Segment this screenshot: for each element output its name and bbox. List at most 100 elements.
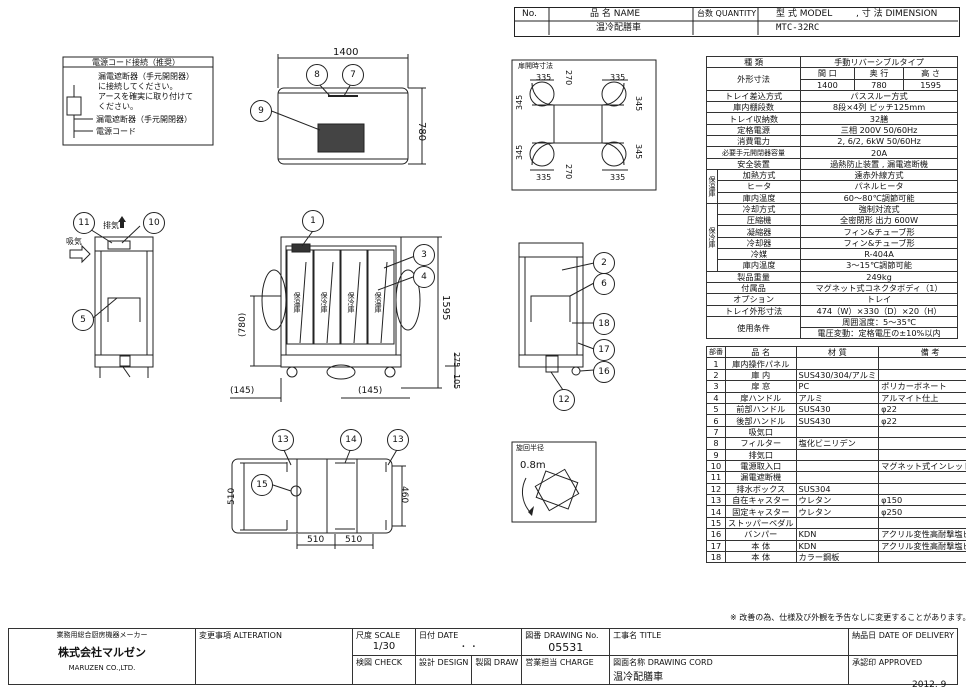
parts-cell-mat: SUS430/304/アルミ bbox=[795, 368, 880, 382]
balloon-11: 11 bbox=[73, 212, 95, 234]
parts-cell-no: 5 bbox=[706, 402, 726, 416]
parts-cell-name: 庫内操作パネル bbox=[725, 357, 797, 370]
spec-shelf-value: 8段×4列 ピッチ125mm bbox=[800, 101, 958, 114]
header-model-label: 型 式 MODEL bbox=[776, 9, 833, 19]
spec-opt-value: トレイ bbox=[800, 293, 958, 306]
spec-cool-group: 保冷庫 bbox=[706, 202, 718, 272]
spec-d-value: 780 bbox=[853, 78, 905, 91]
parts-cell-note: マグネット式インレット bbox=[878, 459, 966, 473]
spec-tray-dim-value: 474（W）×330（D）×20（H） bbox=[800, 304, 958, 317]
spec-breaker-value: 20A bbox=[800, 146, 958, 159]
spec-cond-use-label: 使用条件 bbox=[705, 315, 802, 340]
header-block bbox=[514, 7, 960, 37]
door-335c: 335 bbox=[536, 173, 552, 182]
header-name-label: 品 名 NAME bbox=[590, 9, 641, 19]
balloon-13-left: 13 bbox=[272, 429, 294, 451]
door-270a: 270 bbox=[564, 70, 573, 86]
door-345a: 345 bbox=[515, 94, 524, 110]
parts-cell-mat: ウレタン bbox=[795, 505, 880, 518]
label-keeper-2: 保冷庫 bbox=[320, 292, 328, 313]
header-qty-label: 台数 QUANTITY bbox=[697, 9, 757, 18]
door-335b: 335 bbox=[610, 73, 626, 82]
spec-cond-use-value1: 周囲温度：5〜35℃ bbox=[800, 315, 958, 329]
dim-105: 105 bbox=[452, 374, 461, 390]
spec-consume-value: 2, 6/2, 6kW 50/60Hz bbox=[800, 135, 958, 148]
balloon-17: 17 bbox=[593, 339, 615, 361]
footer-drawno-label: 図番 DRAWING No. bbox=[525, 631, 599, 640]
parts-cell-note bbox=[878, 551, 966, 564]
dim-275: 275 bbox=[452, 352, 461, 368]
balloon-10: 10 bbox=[143, 212, 165, 234]
dim-460: 460 bbox=[399, 486, 409, 504]
parts-cell-name: 前部ハンドル bbox=[725, 402, 797, 416]
spec-cool-temp-label: 庫内温度 bbox=[716, 259, 802, 272]
parts-cell-name: 吸気口 bbox=[725, 425, 797, 439]
door-345d: 345 bbox=[634, 144, 643, 160]
parts-cell-mat: SUS430 bbox=[795, 402, 880, 416]
parts-cell-note bbox=[878, 471, 966, 484]
dim-top-width: 1400 bbox=[333, 47, 359, 58]
footer-cord-label: 図面名称 DRAWING CORD bbox=[613, 658, 713, 667]
footer-date-cell: 日付 DATE・ ・ bbox=[414, 628, 523, 656]
spec-heater-label: ヒータ bbox=[716, 180, 802, 193]
spec-comp-label: 圧縮機 bbox=[716, 214, 802, 227]
label-keeper-4: 保温庫 bbox=[374, 292, 382, 313]
turn-radius: 0.8m bbox=[520, 460, 546, 471]
balloon-5: 5 bbox=[72, 309, 94, 331]
header-dim-label: , 寸 法 DIMENSION bbox=[856, 9, 938, 19]
dim-height: 1595 bbox=[440, 295, 451, 321]
parts-cell-no: 12 bbox=[706, 482, 726, 496]
parts-cell-no: 9 bbox=[706, 448, 726, 461]
spec-cap-value: 32膳 bbox=[800, 112, 958, 125]
power-note-breaker: 漏電遮断器（手元開閉器） bbox=[96, 115, 192, 124]
parts-cell-mat: KDN bbox=[795, 528, 880, 541]
parts-cell-name: フィルター bbox=[725, 437, 797, 450]
parts-cell-note bbox=[878, 448, 966, 461]
parts-cell-name: 本 体 bbox=[725, 539, 797, 553]
parts-cell-name: 漏電遮断機 bbox=[725, 471, 797, 484]
door-box-title: 扉開時寸法 bbox=[518, 62, 553, 70]
parts-cell-note: アクリル変性高耐撃塩ビ板 bbox=[878, 539, 966, 553]
footer-company: 株式会社マルゼン bbox=[58, 646, 146, 659]
spec-warm-group: 保温庫 bbox=[706, 168, 718, 204]
power-note-line3: アースを確実に取り付けて bbox=[98, 92, 194, 101]
balloon-1: 1 bbox=[302, 210, 324, 232]
balloon-6: 6 bbox=[593, 273, 615, 295]
parts-cell-mat bbox=[795, 425, 880, 439]
parts-cell-note bbox=[878, 437, 966, 450]
spec-shelf-label: 庫内棚段数 bbox=[705, 101, 802, 114]
parts-cell-mat: ウレタン bbox=[795, 494, 880, 507]
dim-510h: 510 bbox=[227, 487, 237, 505]
dim-145a: (145) bbox=[230, 386, 255, 396]
spec-opt-label: オプション bbox=[705, 293, 802, 306]
dim-510b: 510 bbox=[345, 535, 363, 545]
parts-cell-mat bbox=[795, 459, 880, 473]
footer-company-en: MARUZEN CO.,LTD. bbox=[68, 664, 136, 672]
door-345c: 345 bbox=[515, 144, 524, 160]
spec-breaker-label: 必要手元開閉器容量 bbox=[705, 146, 802, 159]
spec-comp-value: 全密閉形 出力 600W bbox=[800, 214, 958, 227]
spec-cool-temp-value: 3〜15℃調節可能 bbox=[800, 259, 958, 272]
parts-cell-note: アクリル変性高耐撃塩ビ板 bbox=[878, 528, 966, 541]
footer-approved-label: 承認印 APPROVED bbox=[848, 655, 958, 685]
parts-cell-name: 排水ボックス bbox=[725, 482, 797, 496]
spec-power-value: 三相 200V 50/60Hz bbox=[800, 123, 958, 137]
spec-d-label: 奥 行 bbox=[853, 67, 905, 80]
footer-table: 業務用総合厨房機器メーカー 株式会社マルゼン MARUZEN CO.,LTD. … bbox=[8, 628, 958, 685]
balloon-12: 12 bbox=[553, 389, 575, 411]
parts-cell-note: ポリカーボネート bbox=[878, 380, 966, 393]
spec-weight-label: 製品重量 bbox=[705, 270, 802, 283]
footer-company-cell: 業務用総合厨房機器メーカー 株式会社マルゼン MARUZEN CO.,LTD. bbox=[8, 628, 196, 685]
